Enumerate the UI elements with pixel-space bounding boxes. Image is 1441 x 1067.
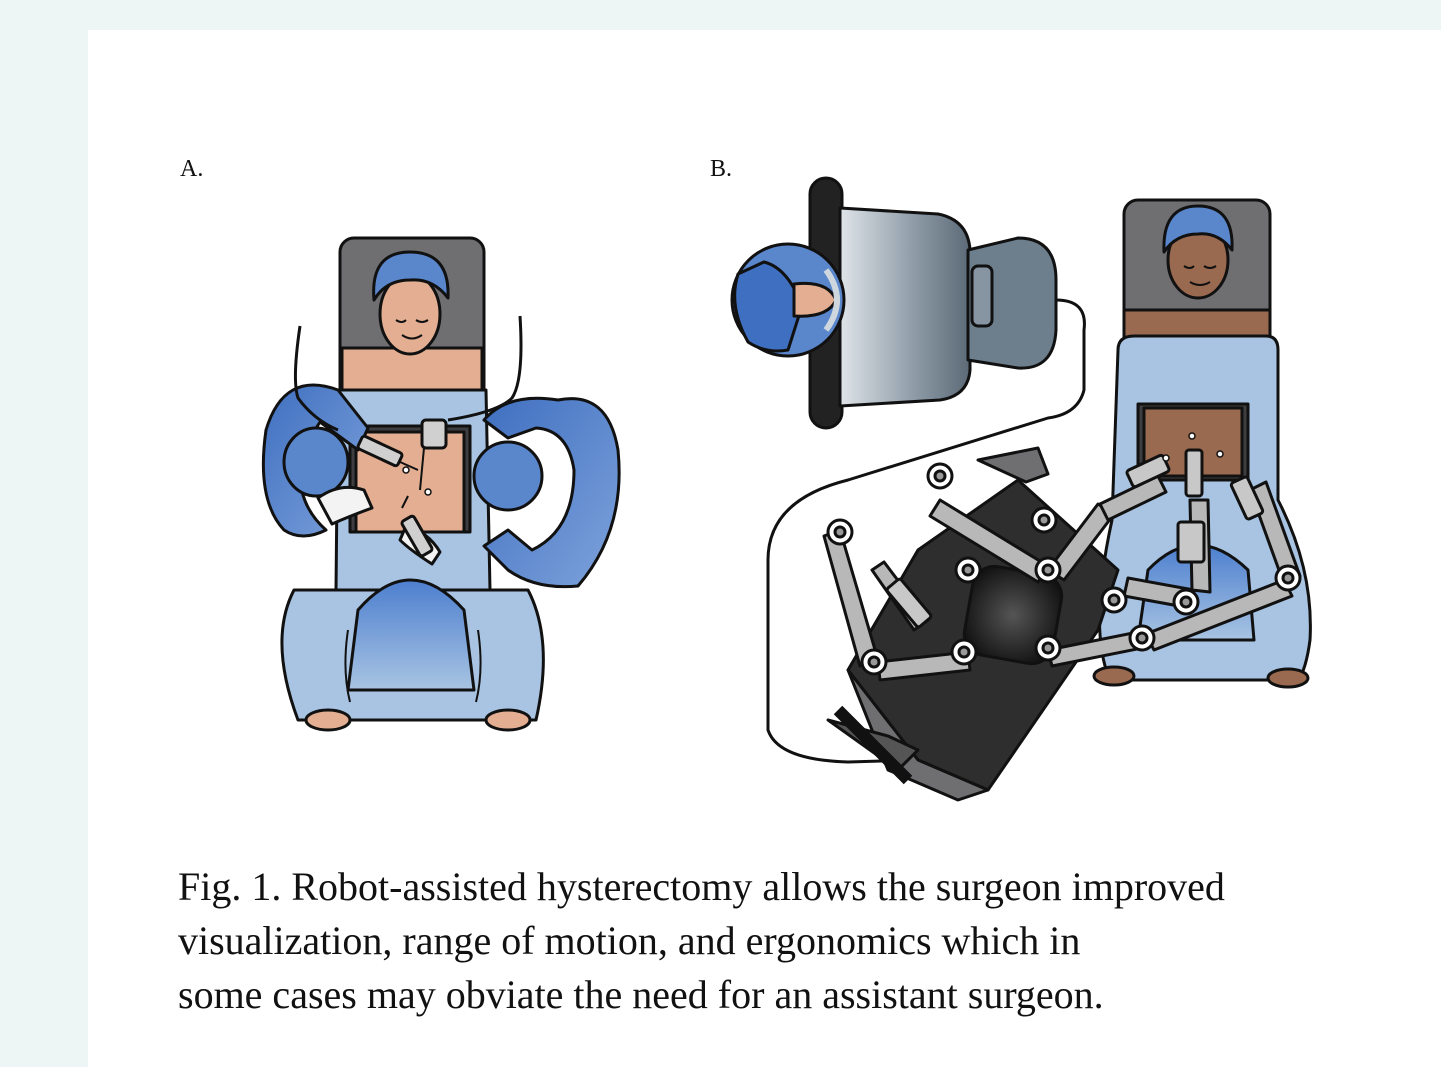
- patient-foot-right-a: [486, 710, 530, 730]
- patient-foot-left-a: [306, 710, 350, 730]
- figure-illustration: [88, 30, 1441, 850]
- caption-line: visualization, range of motion, and ergo…: [178, 914, 1428, 968]
- panel-a-illustration: [263, 238, 619, 730]
- figure-panel: A. B. Fig. 1. Robot-assisted hysterectom…: [88, 30, 1441, 1067]
- caption-line: Fig. 1. Robot-assisted hysterectomy allo…: [178, 860, 1428, 914]
- caption-line: some cases may obviate the need for an a…: [178, 968, 1428, 1022]
- figure-caption: Fig. 1. Robot-assisted hysterectomy allo…: [178, 860, 1428, 1022]
- panel-b-label: B.: [710, 156, 732, 183]
- console-viewer: [840, 208, 970, 406]
- panel-a-label: A.: [180, 156, 203, 183]
- robot-cart-base: [978, 448, 1048, 482]
- port-site-a: [403, 467, 409, 473]
- panel-b-illustration: [732, 178, 1310, 800]
